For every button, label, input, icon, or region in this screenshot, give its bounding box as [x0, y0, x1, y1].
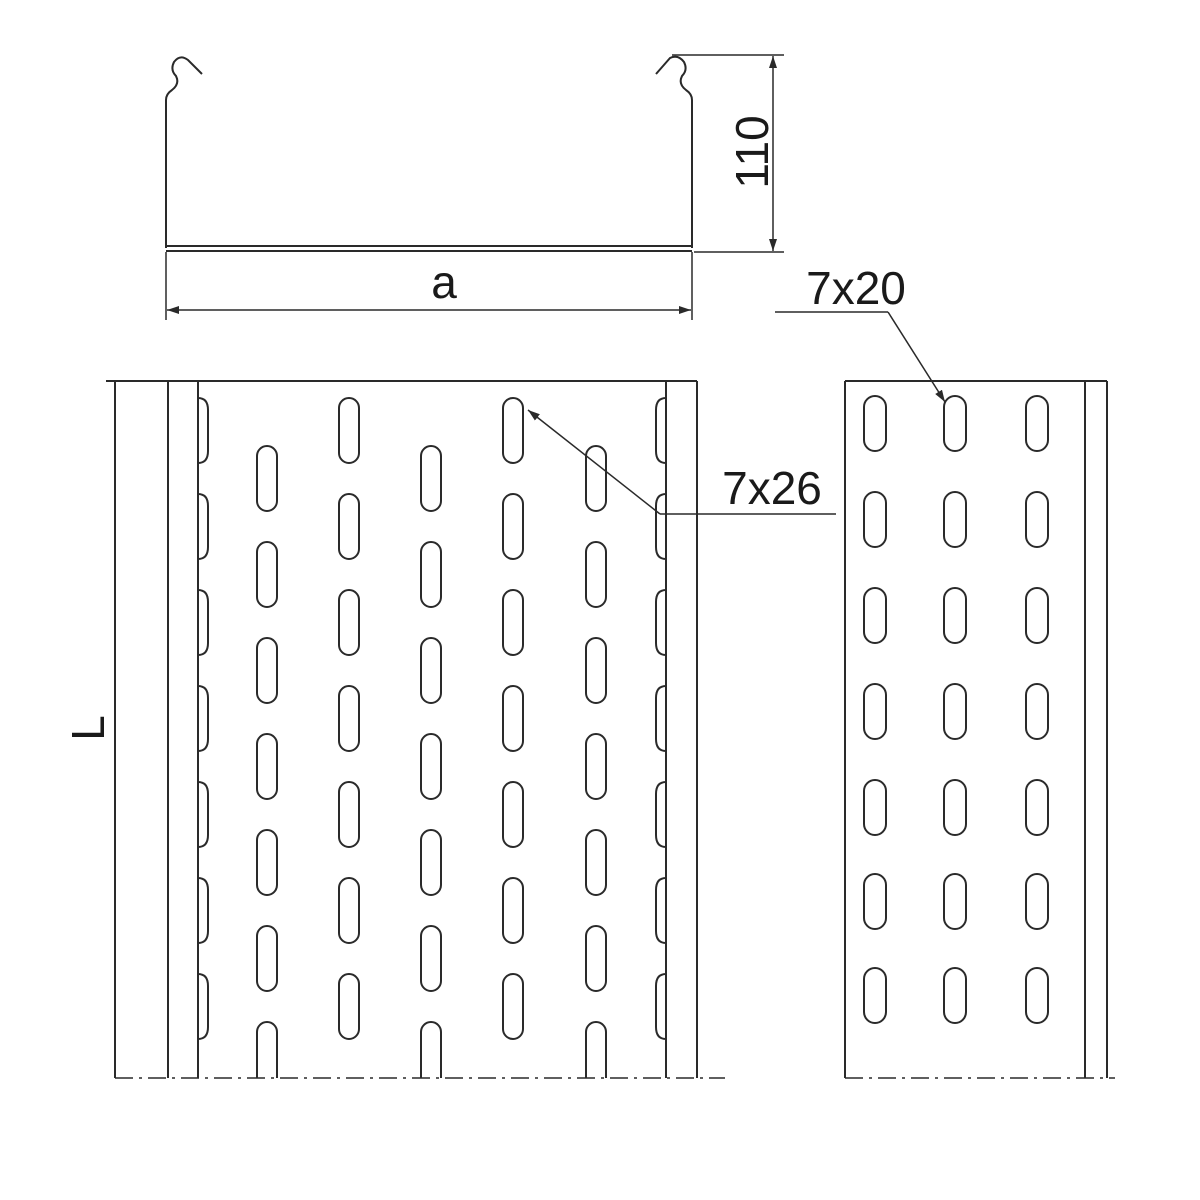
- edge-slot: [197, 877, 209, 944]
- slot: [943, 779, 967, 836]
- tray-plan-view: L: [62, 380, 725, 1079]
- slot: [420, 829, 442, 896]
- edge-slot: [197, 397, 209, 464]
- slot: [1025, 491, 1049, 548]
- slot: [256, 445, 278, 512]
- edge-slot: [655, 397, 667, 464]
- slot: [863, 683, 887, 740]
- slot: [338, 877, 360, 944]
- slot: [1025, 683, 1049, 740]
- cover-slots: [863, 395, 1049, 1024]
- slot: [863, 873, 887, 930]
- slot: [256, 1021, 278, 1078]
- slot-callout-7x26: 7x26: [527, 409, 836, 515]
- slot: [585, 445, 607, 512]
- tray-profile: [165, 55, 693, 252]
- slot: [256, 637, 278, 704]
- slot: [338, 685, 360, 752]
- slot: [863, 587, 887, 644]
- slot: [502, 877, 524, 944]
- slot: [338, 973, 360, 1040]
- slot: [256, 733, 278, 800]
- edge-slot: [655, 973, 667, 1040]
- height-label: 110: [726, 115, 778, 188]
- slot: [420, 1021, 442, 1078]
- slot: [502, 589, 524, 656]
- slot: [338, 589, 360, 656]
- edge-slot: [655, 685, 667, 752]
- slot: [502, 781, 524, 848]
- slot: [502, 685, 524, 752]
- slot: [943, 491, 967, 548]
- edge-slot: [197, 973, 209, 1040]
- slot: [1025, 967, 1049, 1024]
- slot: [585, 1021, 607, 1078]
- cover-slot-label: 7x20: [806, 262, 906, 314]
- slot: [502, 493, 524, 560]
- slot: [338, 397, 360, 464]
- edge-slot: [197, 493, 209, 560]
- edge-slot: [655, 493, 667, 560]
- slot: [863, 491, 887, 548]
- slot: [420, 925, 442, 992]
- slot: [943, 967, 967, 1024]
- slot: [943, 395, 967, 452]
- slot: [585, 829, 607, 896]
- slot: [863, 779, 887, 836]
- slot: [863, 967, 887, 1024]
- slot: [585, 637, 607, 704]
- edge-slot: [197, 685, 209, 752]
- length-label: L: [62, 715, 114, 741]
- edge-slot: [655, 877, 667, 944]
- edge-slot: [655, 589, 667, 656]
- slot: [1025, 873, 1049, 930]
- slot: [338, 781, 360, 848]
- slot: [943, 587, 967, 644]
- slot: [420, 445, 442, 512]
- slot: [502, 973, 524, 1040]
- slot: [585, 541, 607, 608]
- cover-plan-view: [844, 380, 1115, 1079]
- slot: [256, 925, 278, 992]
- edge-slot: [655, 781, 667, 848]
- edge-slot: [197, 589, 209, 656]
- slot: [338, 493, 360, 560]
- tray-slot-label: 7x26: [722, 462, 822, 514]
- slot-callout-7x20: 7x20: [775, 262, 946, 403]
- slot: [1025, 779, 1049, 836]
- width-dimension: a: [165, 252, 693, 320]
- slot: [943, 873, 967, 930]
- slot: [256, 541, 278, 608]
- tray-slots: [197, 397, 667, 1078]
- slot: [502, 397, 524, 464]
- slot: [585, 925, 607, 992]
- slot: [943, 683, 967, 740]
- slot: [256, 829, 278, 896]
- edge-slot: [197, 781, 209, 848]
- slot: [585, 733, 607, 800]
- slot: [1025, 395, 1049, 452]
- slot: [420, 733, 442, 800]
- slot: [1025, 587, 1049, 644]
- slot: [420, 637, 442, 704]
- slot: [863, 395, 887, 452]
- width-label: a: [431, 256, 457, 308]
- height-dimension: 110: [672, 54, 784, 253]
- slot: [420, 541, 442, 608]
